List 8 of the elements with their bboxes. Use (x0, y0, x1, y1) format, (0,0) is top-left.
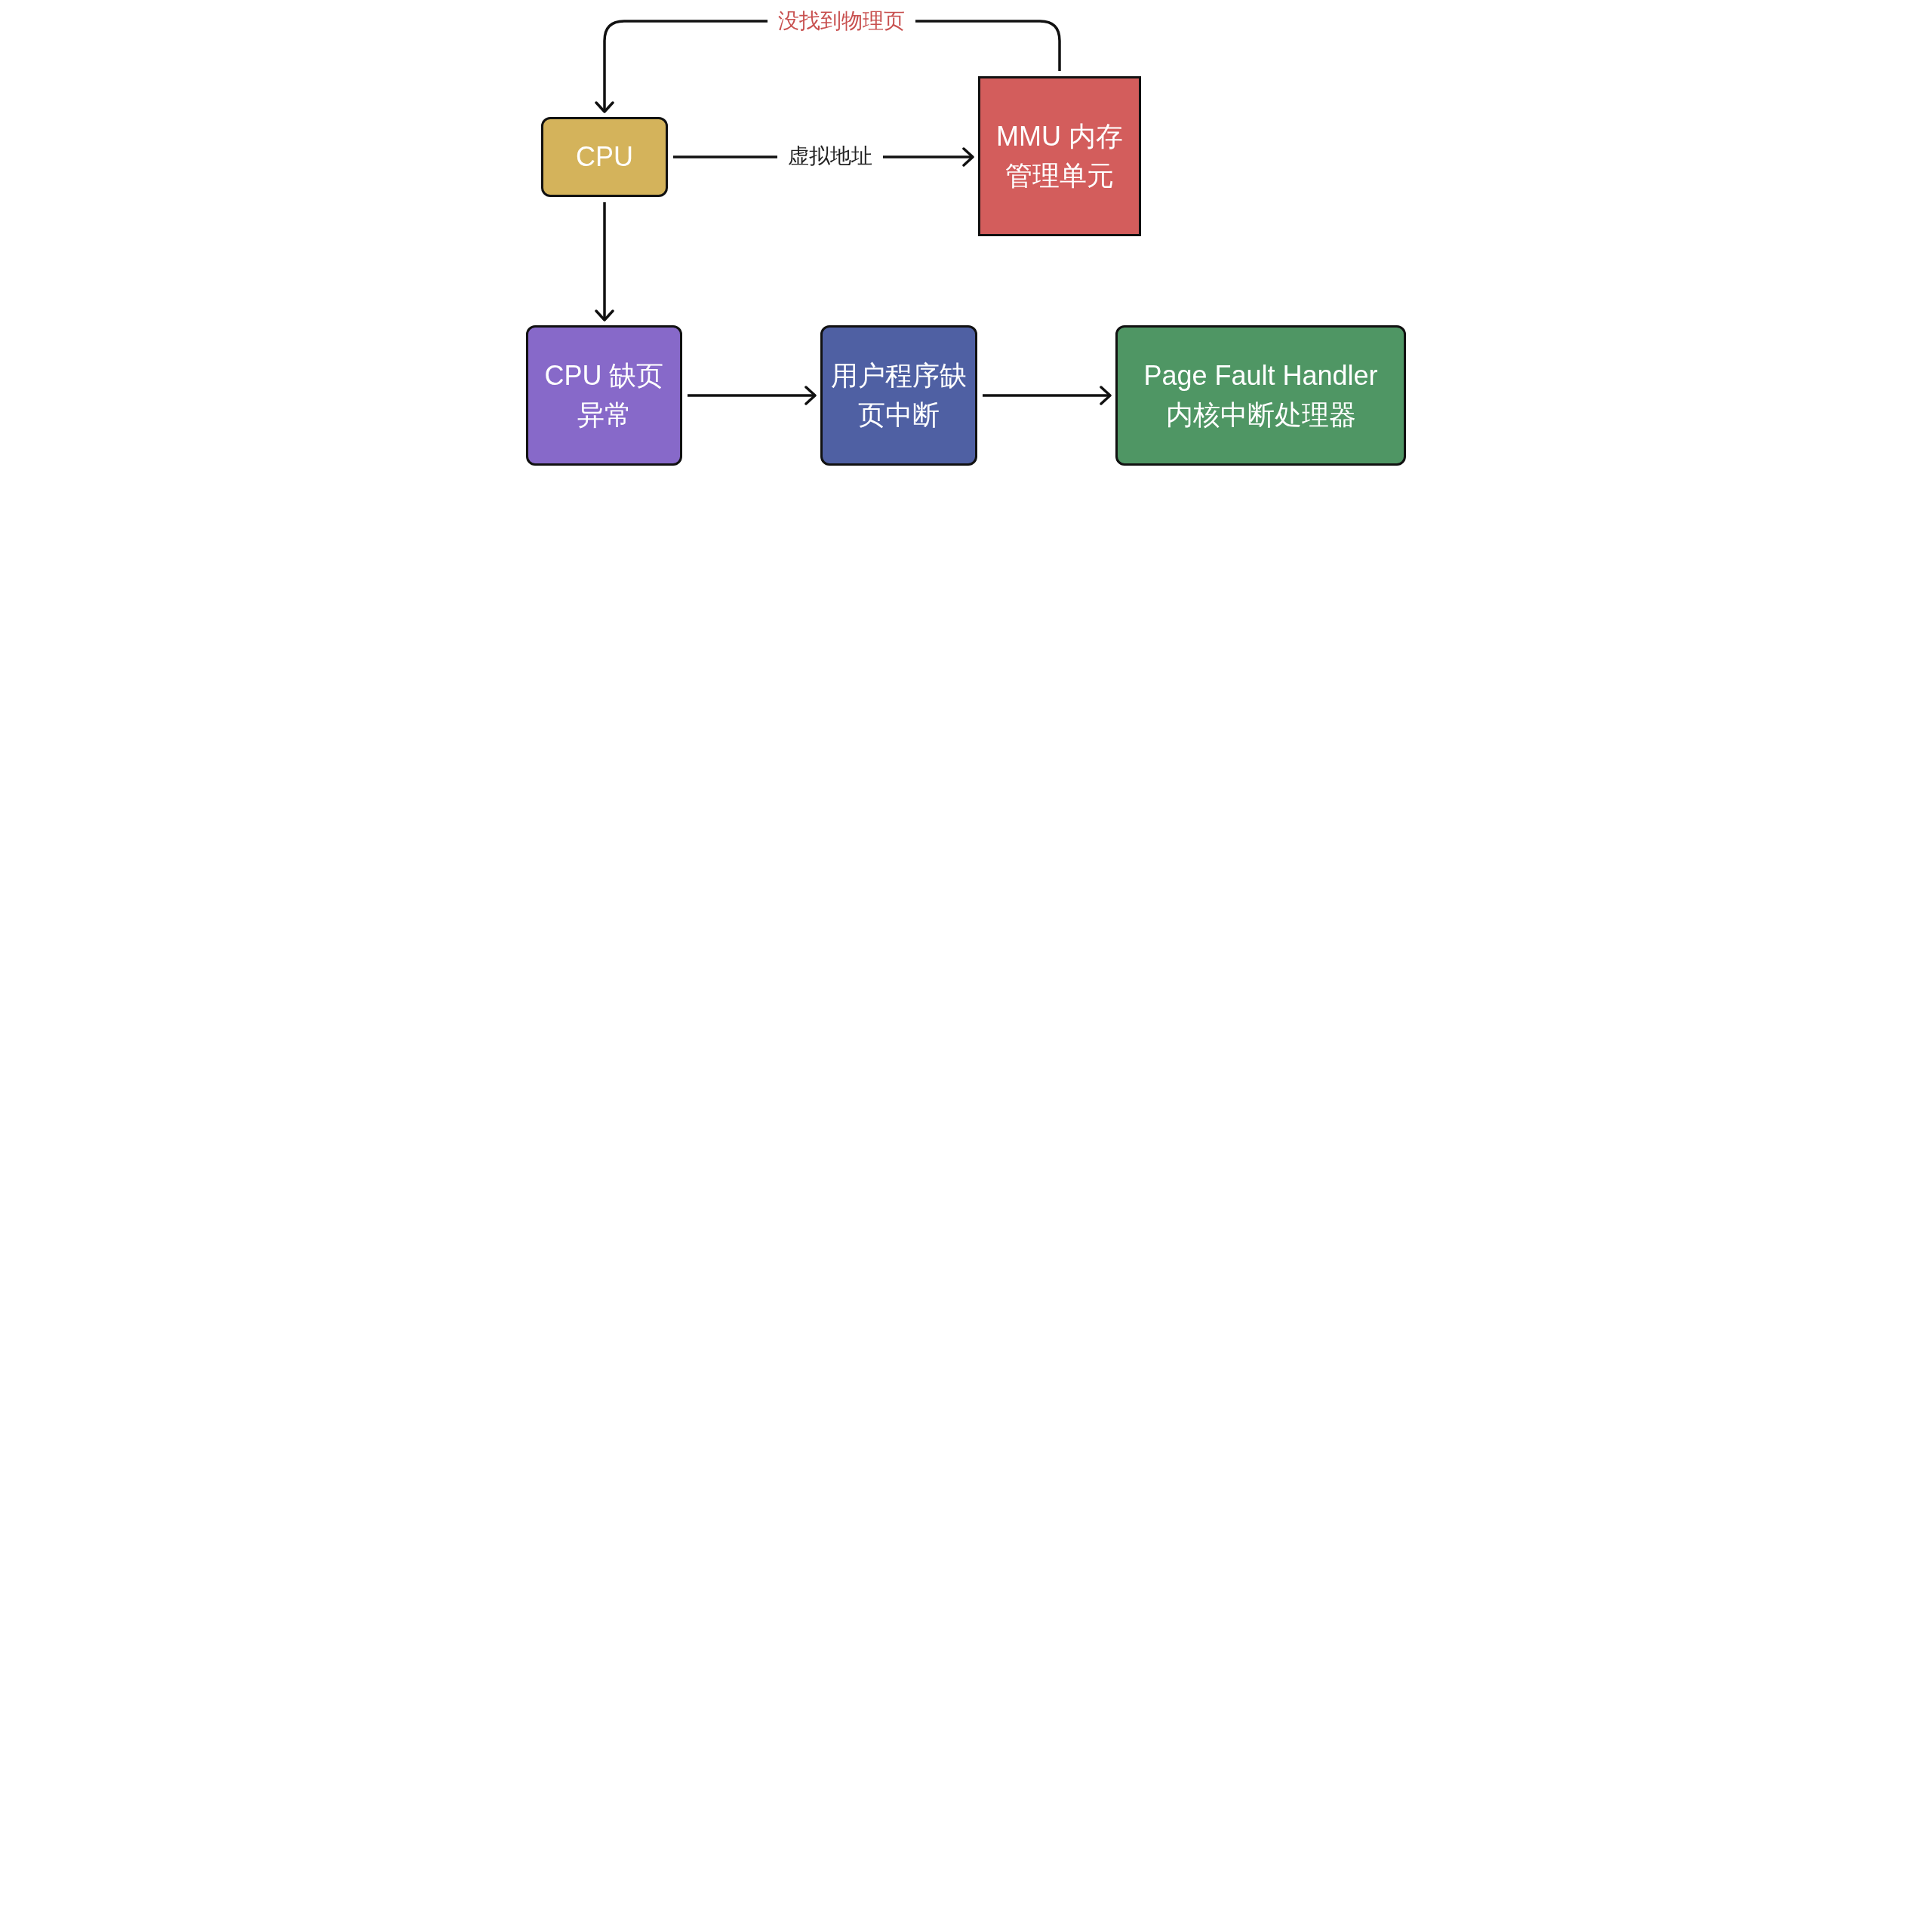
arrow (983, 386, 1112, 405)
process-box: CPU 缺页异常 (526, 325, 682, 466)
process-box: Page Fault Handler 内核中断处理器 (1115, 325, 1406, 466)
process-box: CPU (541, 117, 668, 197)
arrow (595, 202, 614, 321)
process-box: 用户程序缺页中断 (820, 325, 977, 466)
process-box: MMU 内存管理单元 (978, 76, 1141, 236)
arrow (688, 386, 817, 405)
